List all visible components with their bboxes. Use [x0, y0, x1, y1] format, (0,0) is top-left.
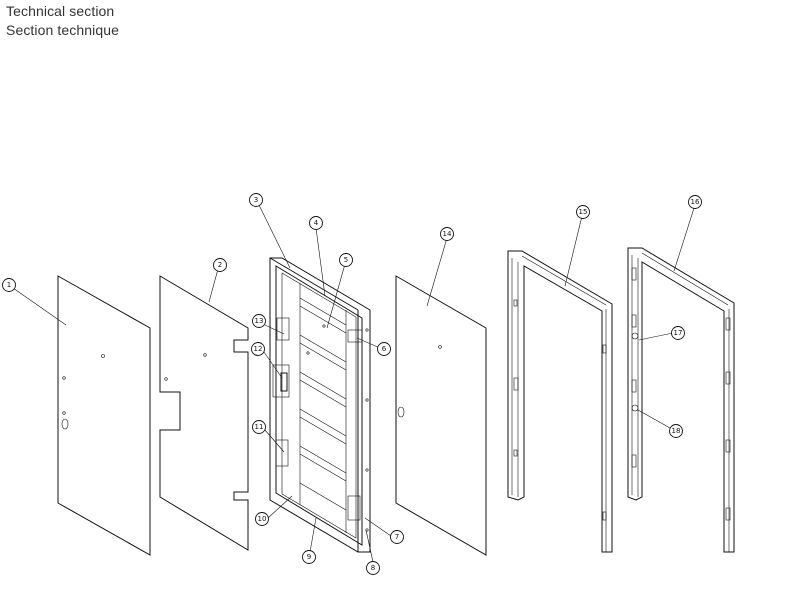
callout-17-label: 17	[674, 329, 683, 337]
callout-15: 15	[576, 205, 590, 219]
title-french: Section technique	[6, 22, 120, 38]
leader-lines	[12, 204, 696, 563]
callout-10-label: 10	[258, 515, 267, 523]
callout-16-label: 16	[691, 198, 700, 206]
callout-11: 11	[252, 420, 266, 434]
callout-7-label: 7	[395, 533, 399, 541]
callout-2: 2	[213, 258, 227, 272]
callout-18: 18	[669, 424, 683, 438]
callout-17: 17	[671, 326, 685, 340]
part-2-insulation	[159, 275, 249, 551]
callout-16: 16	[688, 195, 702, 209]
callout-4: 4	[309, 216, 323, 230]
callout-5-label: 5	[344, 256, 348, 264]
callout-3: 3	[249, 193, 263, 207]
part-16-subframe	[627, 247, 735, 553]
callout-1-label: 1	[7, 281, 11, 289]
callout-8: 8	[366, 561, 380, 575]
callout-14-label: 14	[443, 230, 452, 238]
part-15-casing-frame	[507, 250, 613, 553]
callout-13-label: 13	[255, 317, 264, 325]
callout-4-label: 4	[314, 219, 319, 227]
callout-15-label: 15	[579, 208, 588, 216]
callout-3-label: 3	[254, 196, 258, 204]
callout-13: 13	[252, 314, 266, 328]
callout-9-label: 9	[307, 553, 311, 561]
callout-11-label: 11	[255, 423, 264, 431]
part-14-inner-skin	[395, 275, 487, 556]
callout-12: 12	[251, 342, 265, 356]
callout-14: 14	[440, 227, 454, 241]
callout-6: 6	[377, 342, 391, 356]
callout-5: 5	[339, 253, 353, 267]
part-1-outer-skin	[57, 275, 151, 556]
part-3-frame-assembly	[269, 257, 371, 553]
callout-9: 9	[302, 550, 316, 564]
callout-2-label: 2	[218, 261, 222, 269]
callout-6-label: 6	[382, 345, 387, 353]
title-english: Technical section	[6, 3, 115, 19]
callout-7: 7	[390, 530, 404, 544]
callout-18-label: 18	[672, 427, 681, 435]
callout-8-label: 8	[371, 564, 375, 572]
callout-10: 10	[255, 512, 269, 526]
callout-12-label: 12	[254, 345, 263, 353]
callout-1: 1	[2, 278, 16, 292]
